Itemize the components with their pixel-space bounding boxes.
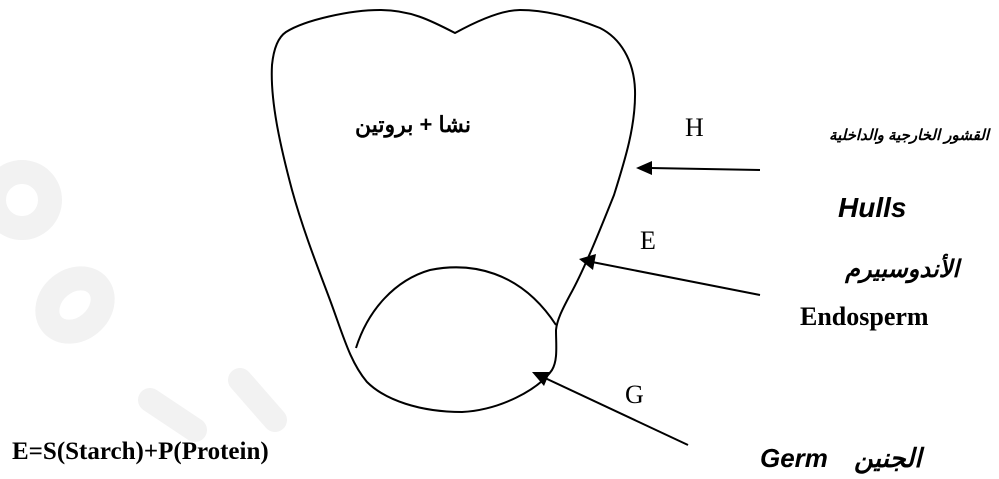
hulls-arrowhead <box>636 161 652 175</box>
germ-english-label: Germ <box>760 443 828 474</box>
watermark <box>0 172 275 430</box>
grain-outline <box>272 10 635 412</box>
watermark-letter-b <box>0 172 50 228</box>
endosperm-english-label: Endosperm <box>800 302 929 332</box>
germ-boundary <box>356 267 556 348</box>
germ-arrow <box>532 372 688 445</box>
hulls-english-label: Hulls <box>838 192 906 224</box>
watermark-letter-i <box>150 400 195 430</box>
endosperm-arabic-label: الأندوسبيرم <box>845 255 959 284</box>
hulls-arrow <box>636 161 760 175</box>
watermark-letter-k <box>240 380 275 420</box>
label-h: H <box>685 113 704 143</box>
inner-label: نشا + بروتين <box>343 112 483 138</box>
hulls-arabic-label: القشور الخارجية والداخلية <box>829 126 989 144</box>
label-g: G <box>625 380 644 410</box>
endosperm-arrow <box>579 254 760 295</box>
endosperm-formula: E=S(Starch)+P(Protein) <box>12 438 269 466</box>
germ-arabic-label: الجنين <box>854 443 921 474</box>
watermark-letter-e <box>37 267 114 342</box>
label-e: E <box>640 226 656 256</box>
